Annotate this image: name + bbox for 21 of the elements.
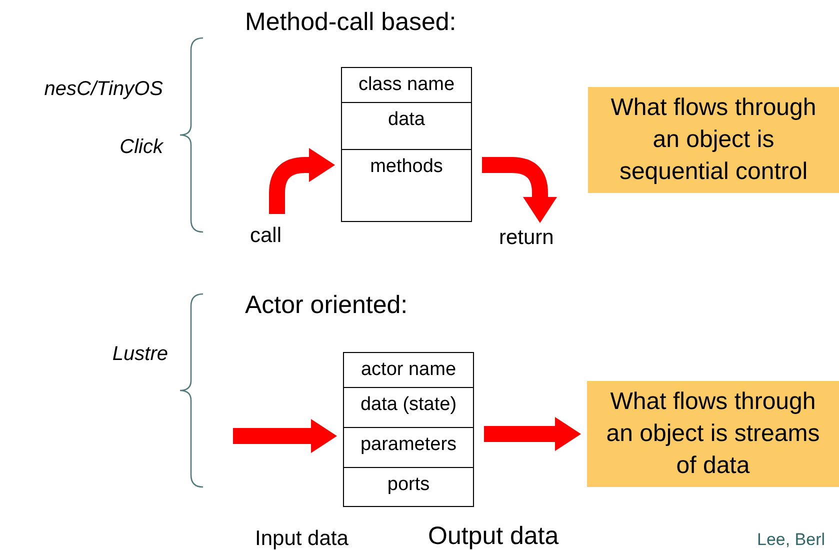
actor-box (343, 352, 474, 507)
note-box: What flows through an object is sequential control (588, 87, 839, 193)
language-name: nesC/TinyOS (44, 78, 163, 101)
class-compartment: class name (357, 73, 456, 97)
actor-compartment: ports (344, 467, 473, 508)
arrow-caption: Input data (255, 527, 348, 550)
language-name: Click (120, 136, 163, 159)
arrow-caption: Output data (428, 522, 559, 550)
actor-compartment: parameters (344, 427, 473, 467)
actor-compartment: actor name (360, 358, 458, 382)
language-name: Lustre (112, 343, 168, 366)
section-heading: Method-call based: (245, 8, 456, 37)
arrow-caption: return (499, 226, 563, 251)
actor-compartment: data (state) (344, 387, 473, 427)
class-box (341, 67, 472, 222)
arrow-caption: call (250, 224, 296, 249)
attribution: Lee, Berl (757, 530, 826, 550)
class-compartment: data (342, 102, 471, 149)
class-compartment: methods (342, 149, 471, 223)
note-box: What flows through an object is streams of data (587, 381, 839, 487)
section-heading: Actor oriented: (245, 291, 408, 320)
